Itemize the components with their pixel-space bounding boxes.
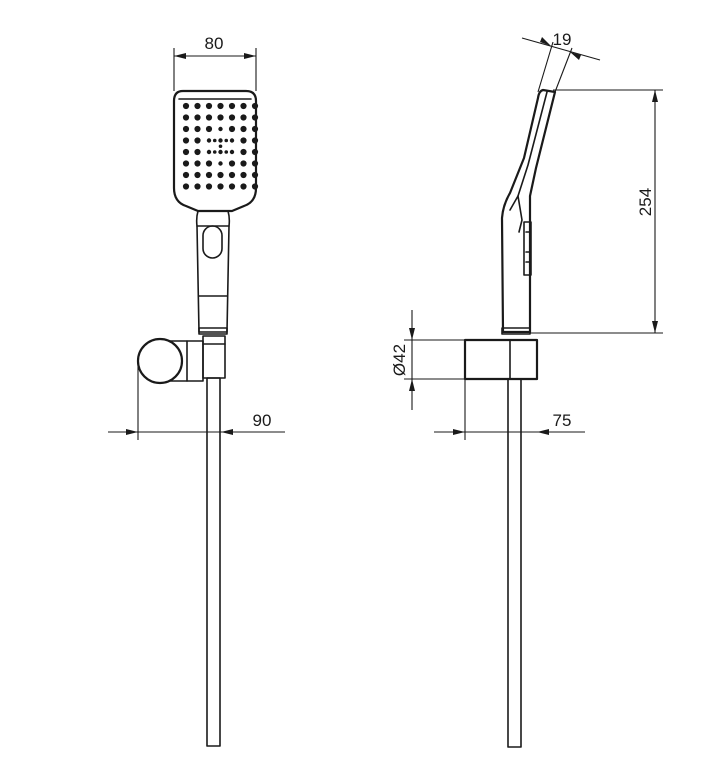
nozzle-dot [205, 125, 213, 133]
nozzle-dot [228, 102, 236, 110]
nozzle-dot [206, 138, 212, 143]
side-hose [507, 378, 522, 748]
dimension-hose-offset: 75 [434, 379, 585, 440]
nozzle-dot [182, 160, 190, 167]
nozzle-dot [182, 102, 190, 110]
dimension-head-thickness: 19 [521, 30, 601, 93]
nozzle-dot [224, 150, 229, 154]
head-width-label: 80 [205, 34, 224, 53]
dimension-handle-length: 254 [530, 89, 663, 334]
nozzle-dot [217, 102, 224, 110]
bracket-offset-label: 90 [253, 411, 272, 430]
nozzle-dot [217, 183, 224, 190]
head-thickness-label: 19 [553, 30, 572, 49]
handle-length-label: 254 [636, 188, 655, 216]
nozzle-dot [240, 183, 247, 190]
side-shower-head [500, 88, 557, 335]
nozzle-dot [194, 125, 201, 133]
front-wall-bracket [136, 335, 226, 385]
front-shower-head [172, 89, 259, 213]
nozzle-dot [182, 183, 190, 190]
nozzle-dot [240, 137, 247, 144]
dimension-head-width: 80 [173, 34, 257, 91]
front-handle [195, 210, 231, 335]
nozzle-dot [240, 160, 247, 167]
nozzle-dot [182, 114, 190, 121]
holder-diameter-label: Ø42 [390, 344, 409, 376]
nozzle-dot [228, 160, 236, 167]
nozzle-dot [194, 171, 201, 179]
nozzle-dot [228, 183, 236, 190]
nozzle-dot [194, 102, 201, 110]
nozzle-dot [217, 171, 224, 179]
nozzle-dot [224, 138, 229, 143]
nozzle-dot [217, 114, 224, 121]
nozzle-dot [205, 171, 213, 179]
nozzle-dot [228, 114, 236, 121]
nozzle-dot [251, 102, 259, 110]
nozzle-dot [194, 148, 201, 156]
nozzle-dot [182, 148, 190, 156]
nozzle-dot [218, 149, 223, 155]
side-view: 19 254 Ø42 75 [390, 30, 663, 748]
nozzle-dot [194, 183, 201, 190]
nozzle-dot [194, 114, 201, 121]
nozzle-dot [251, 148, 259, 156]
nozzle-dot [212, 150, 217, 154]
nozzle-dot [228, 125, 236, 133]
nozzle-dot [251, 160, 259, 167]
nozzle-dot [240, 148, 247, 156]
nozzle-dot [251, 114, 259, 121]
nozzle-dot [182, 137, 190, 144]
nozzle-dot [218, 161, 223, 166]
hose-offset-label: 75 [553, 411, 572, 430]
nozzle-dot [240, 125, 247, 133]
nozzle-dot [205, 102, 213, 110]
front-hose [206, 377, 221, 747]
nozzle-dot [218, 126, 223, 132]
nozzle-dot [194, 160, 201, 167]
dimension-holder-diameter: Ø42 [390, 310, 465, 410]
nozzle-dot [240, 102, 247, 110]
nozzle-dot [229, 149, 235, 155]
nozzle-grid [182, 102, 259, 190]
nozzle-dot [218, 144, 223, 149]
front-view: 80 90 [108, 34, 285, 747]
nozzle-dot [194, 137, 201, 144]
nozzle-dot [251, 137, 259, 144]
nozzle-dot [205, 183, 213, 190]
nozzle-dot [218, 138, 223, 143]
nozzle-dot [251, 183, 259, 190]
nozzle-dot [205, 160, 213, 167]
nozzle-dot [205, 114, 213, 121]
dimension-bracket-offset: 90 [108, 361, 285, 440]
nozzle-dot [182, 125, 190, 133]
nozzle-dot [251, 171, 259, 179]
nozzle-dot [206, 149, 212, 155]
nozzle-dot [240, 114, 247, 121]
nozzle-dot [229, 138, 235, 143]
nozzle-dot [240, 171, 247, 179]
nozzle-dot [182, 171, 190, 179]
side-holder [463, 338, 539, 381]
nozzle-dot [228, 171, 236, 179]
nozzle-dot [251, 125, 259, 133]
nozzle-dot [212, 138, 217, 143]
